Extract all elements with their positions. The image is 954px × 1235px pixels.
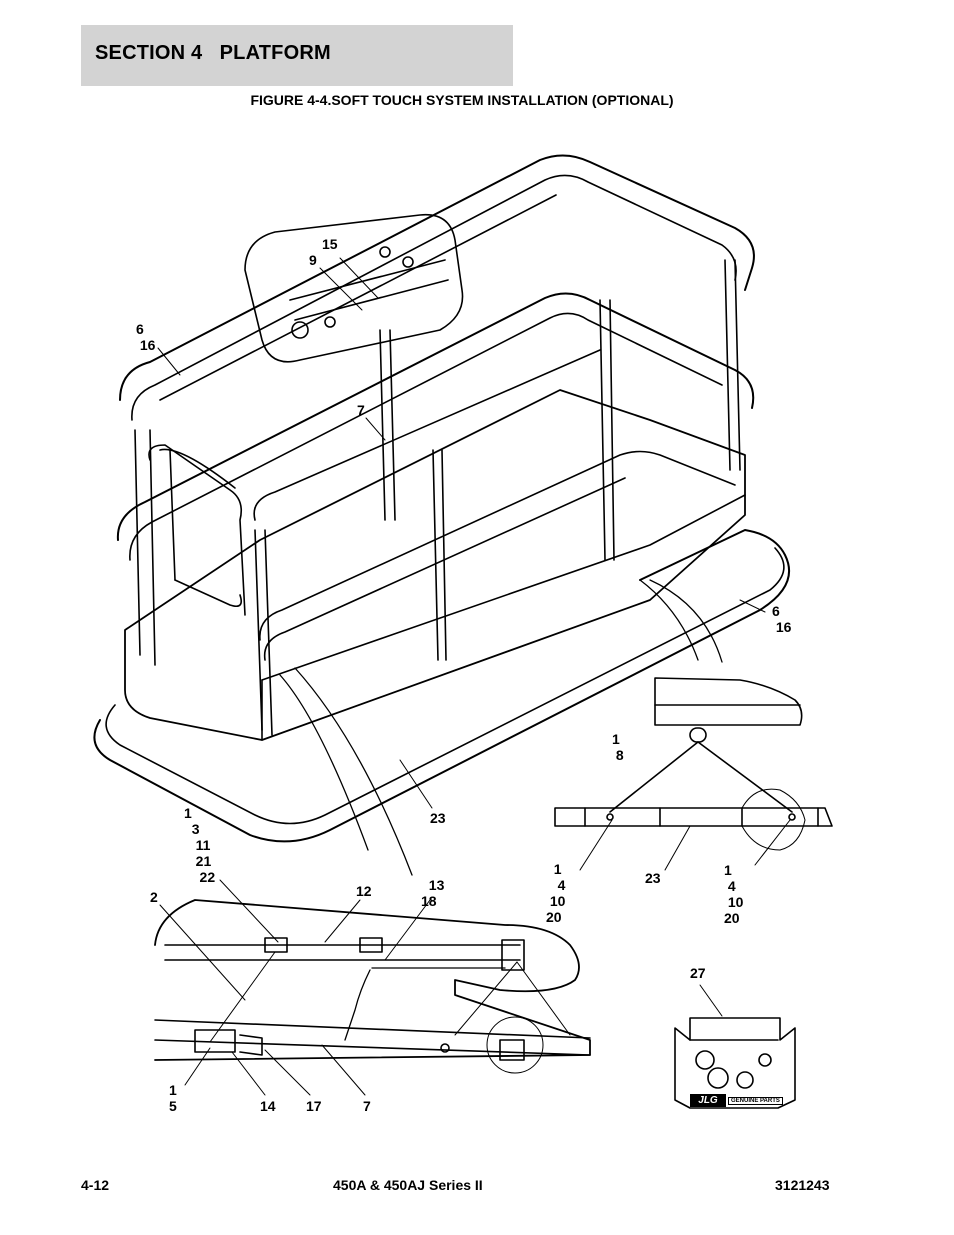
callout-7-top: 7	[357, 402, 365, 418]
genuine-parts-label: GENUINE PARTS	[728, 1097, 783, 1105]
callout-13-18: 13 18	[421, 877, 445, 909]
callout-6-16-left: 6 16	[136, 321, 156, 353]
callout-12: 12	[356, 883, 372, 899]
figure-title-text: FIGURE 4-4.SOFT TOUCH SYSTEM INSTALLATIO…	[250, 92, 674, 108]
platform-floor	[124, 389, 746, 741]
callout-1-4-10-20-left: 1 4 10 20	[546, 861, 566, 925]
callout-2: 2	[150, 889, 158, 905]
callout-7-bottom: 7	[363, 1098, 371, 1114]
model-name: 450A & 450AJ Series II	[333, 1177, 483, 1193]
figure-title: FIGURE 4-4.SOFT TOUCH SYSTEM INSTALLATIO…	[0, 92, 954, 108]
callout-1-5: 1 5	[169, 1082, 177, 1114]
callout-1-8: 1 8	[612, 731, 624, 763]
kit-box	[674, 1017, 796, 1109]
callout-15: 15	[322, 236, 338, 252]
page-number: 4-12	[81, 1177, 110, 1193]
section-header-box	[81, 25, 513, 86]
document-number: 3121243	[775, 1177, 830, 1193]
callout-23-main: 23	[430, 810, 446, 826]
callout-23-bar: 23	[645, 870, 661, 886]
platform-mid-rail	[116, 292, 755, 541]
callout-1-4-10-20-right: 1 4 10 20	[724, 862, 744, 926]
bumper-detail	[154, 899, 591, 1061]
soft-touch-bumper	[93, 529, 790, 843]
bar-23	[554, 807, 833, 827]
control-console	[244, 213, 464, 363]
section-title: SECTION 4 PLATFORM	[95, 42, 331, 64]
callout-17: 17	[306, 1098, 322, 1114]
leader-line	[339, 257, 379, 299]
callout-14: 14	[260, 1098, 276, 1114]
bracket-detail	[654, 677, 803, 726]
platform-top-rail	[119, 154, 755, 401]
callout-6-16-right: 6 16	[772, 603, 792, 635]
callout-9: 9	[309, 252, 317, 268]
jlg-logo: JLG	[690, 1094, 726, 1107]
callout-1-3-11-21-22: 1 3 11 21 22	[184, 805, 216, 885]
callout-27: 27	[690, 965, 706, 981]
